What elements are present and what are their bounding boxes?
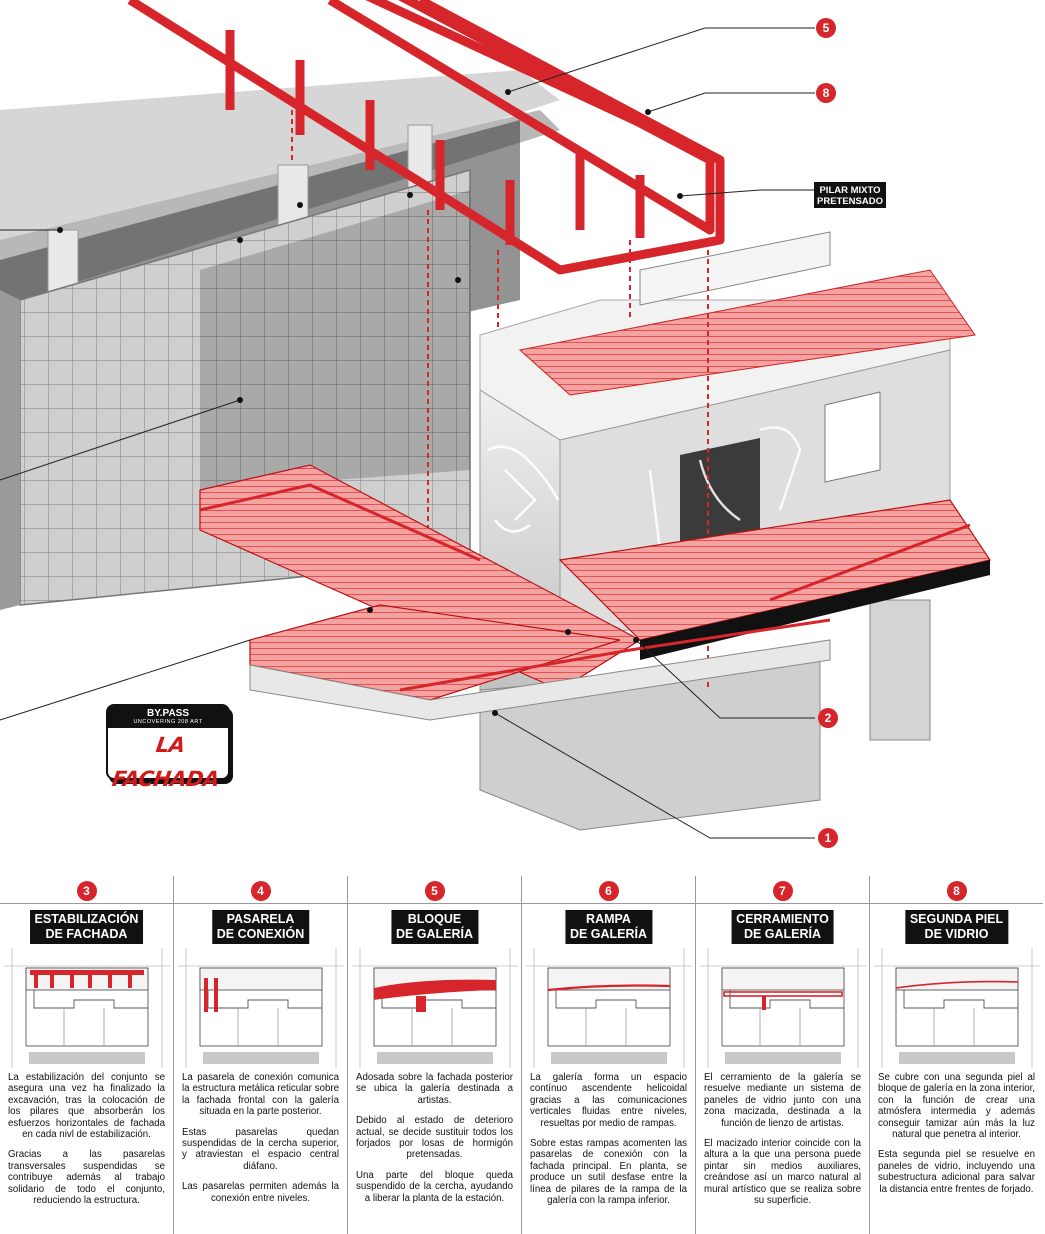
svg-text:2: 2 (825, 711, 832, 725)
panel-paragraph: La pasarela de conexión comunica la estr… (182, 1072, 339, 1118)
panel-paragraph: El cerramiento de la galería se resuelve… (704, 1072, 861, 1129)
logo-brand: BY.PASS (108, 706, 228, 719)
panel-title: PASARELA DE CONEXIÓN (211, 910, 310, 944)
panel-paragraph: El macizado interior coincide con la alt… (704, 1138, 861, 1207)
panel-paragraph: Gracias a las pasarelas transversales su… (8, 1149, 165, 1207)
red-truss (127, 0, 725, 275)
panel-paragraph: Adosada sobre la fachada posterior se ub… (356, 1072, 513, 1106)
logo-title: LA FACHADA (110, 733, 221, 791)
section-diagram (352, 948, 518, 1068)
svg-text:PILAR MIXTO: PILAR MIXTO (819, 185, 880, 196)
panel-title: RAMPA DE GALERÍA (564, 910, 653, 944)
panel-paragraph: Sobre estas rampas acomenten las pasarel… (530, 1138, 687, 1207)
callout-2: 2 (818, 708, 838, 728)
section-drawing (874, 948, 1040, 1068)
panel-estabilizacion: 3 ESTABILIZACIÓN DE FACHADA La estabiliz… (0, 876, 173, 1234)
pilar-mixto-label: PILAR MIXTO PRETENSADO (814, 182, 886, 208)
panel-pasarela: 4 PASARELA DE CONEXIÓN La pasarela de co… (173, 876, 347, 1234)
leader-lines (0, 27, 815, 839)
panel-title: SEGUNDA PIEL DE VIDRIO (904, 910, 1009, 944)
panel-number-badge: 6 (598, 881, 619, 901)
section-drawing (352, 948, 518, 1068)
panel-title: BLOQUE DE GALERÍA (390, 910, 479, 944)
panel-paragraph: Debido al estado de deterioro actual, se… (356, 1115, 513, 1161)
panel-paragraph: Estas pasarelas quedan suspendidas de la… (182, 1126, 339, 1172)
section-drawing (526, 948, 692, 1068)
panel-paragraph: Las pasarelas permiten además la conexió… (182, 1181, 339, 1204)
panel-title: CERRAMIENTO DE GALERÍA (731, 910, 834, 944)
panel-text: La pasarela de conexión comunica la estr… (182, 1072, 339, 1213)
section-diagram (4, 948, 170, 1068)
connecting-walkway (199, 464, 991, 721)
section-drawing (178, 948, 344, 1068)
panel-number-badge: 7 (772, 881, 793, 901)
panel-paragraph: La galería forma un espacio contínuo asc… (530, 1072, 687, 1129)
panel-text: Adosada sobre la fachada posterior se ub… (356, 1072, 513, 1213)
section-diagram (178, 948, 344, 1068)
panel-bloque: 5 BLOQUE DE GALERÍA Adosada sobre la fac… (347, 876, 521, 1234)
callout-5: 5 (816, 18, 836, 38)
svg-text:PRETENSADO: PRETENSADO (817, 196, 883, 207)
callout-1: 1 (818, 828, 838, 848)
panel-rampa: 6 RAMPA DE GALERÍA La galería forma un e… (521, 876, 695, 1234)
panel-text: La estabilización del conjunto se asegur… (8, 1072, 165, 1215)
svg-text:8: 8 (823, 86, 830, 100)
panel-title: ESTABILIZACIÓN DE FACHADA (29, 910, 144, 944)
panel-number-badge: 8 (946, 881, 967, 901)
leader-dots (57, 89, 683, 738)
section-drawing (700, 948, 866, 1068)
panel-paragraph: La estabilización del conjunto se asegur… (8, 1072, 165, 1141)
panel-paragraph: Una parte del bloque queda suspendido de… (356, 1169, 513, 1204)
section-diagram (874, 948, 1040, 1068)
section-drawing (4, 948, 170, 1068)
panel-number-badge: 3 (76, 881, 97, 901)
svg-text:1: 1 (825, 831, 832, 845)
hanger-lines (291, 110, 709, 690)
svg-text:5: 5 (823, 21, 830, 35)
panel-cerramiento: 7 CERRAMIENTO DE GALERÍA El cerramiento … (695, 876, 869, 1234)
explanation-panels: 3 ESTABILIZACIÓN DE FACHADA La estabiliz… (0, 876, 1045, 1234)
axonometric-drawing: 5 8 2 1 PILAR MIXTO PRETENSADO (0, 0, 991, 848)
panel-text: Se cubre con una segunda piel al bloque … (878, 1072, 1035, 1204)
panel-paragraph: Esta segunda piel se resuelve en paneles… (878, 1149, 1035, 1195)
panel-segunda-piel: 8 SEGUNDA PIEL DE VIDRIO Se cubre con un… (869, 876, 1043, 1234)
section-diagram (526, 948, 692, 1068)
bypass-logo: BY.PASS UNCOVERING 208 ART LA FACHADA (106, 704, 230, 791)
section-diagram (700, 948, 866, 1068)
callout-8: 8 (816, 83, 836, 103)
panel-number-badge: 5 (424, 881, 445, 901)
logo-tagline: UNCOVERING 208 ART (108, 719, 228, 728)
panel-text: La galería forma un espacio contínuo asc… (530, 1072, 687, 1215)
panel-text: El cerramiento de la galería se resuelve… (704, 1072, 861, 1215)
upper-terrace (518, 231, 976, 396)
panel-paragraph: Se cubre con una segunda piel al bloque … (878, 1072, 1035, 1141)
panel-number-badge: 4 (250, 881, 271, 901)
